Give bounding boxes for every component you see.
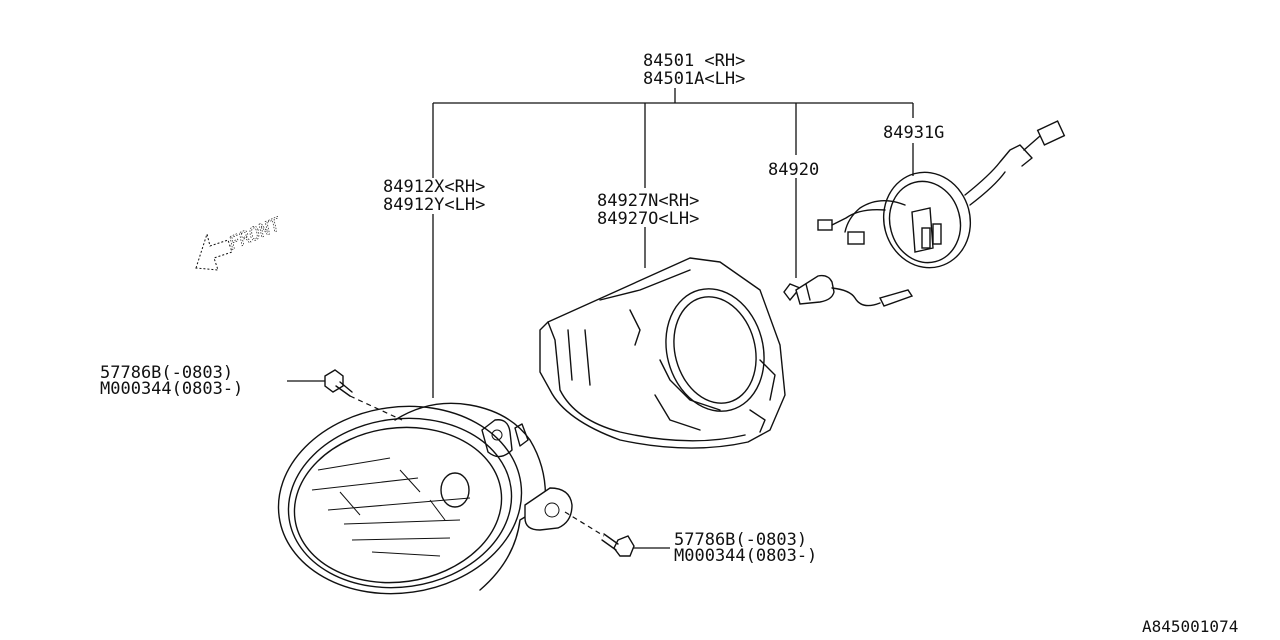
bracket-rh-label: 84927N<RH> bbox=[597, 191, 699, 211]
fog-lamp-socket bbox=[817, 120, 1066, 269]
bracket-lh-label: 84927O<LH> bbox=[597, 209, 699, 229]
bolt-lower-label-b: M000344(0803-) bbox=[674, 546, 817, 566]
fog-lamp-housing bbox=[277, 402, 573, 595]
assembly-lh-label: 84501A<LH> bbox=[643, 69, 745, 89]
bulb-label: 84920 bbox=[768, 160, 819, 180]
diagram-reference-code: A845001074 bbox=[1142, 617, 1238, 636]
assembly-rh-label: 84501 <RH> bbox=[643, 51, 745, 71]
fog-lamp-bracket bbox=[539, 257, 786, 449]
assembly-leader-lines bbox=[287, 88, 914, 549]
front-label: FRONT bbox=[226, 214, 285, 255]
fog-lamp-bulb bbox=[783, 274, 914, 307]
bolt-upper-label-a: 57786B(-0803) bbox=[100, 363, 233, 383]
front-arrow-icon: FRONT bbox=[195, 213, 285, 271]
bolt-lower-label-a: 57786B(-0803) bbox=[674, 530, 807, 550]
upper-bolt bbox=[324, 369, 403, 421]
socket-label: 84931G bbox=[883, 123, 944, 143]
bolt-upper-label-b: M000344(0803-) bbox=[100, 379, 243, 399]
lower-bolt bbox=[564, 511, 635, 557]
lens-lh-label: 84912Y<LH> bbox=[383, 195, 485, 215]
lens-rh-label: 84912X<RH> bbox=[383, 177, 485, 197]
